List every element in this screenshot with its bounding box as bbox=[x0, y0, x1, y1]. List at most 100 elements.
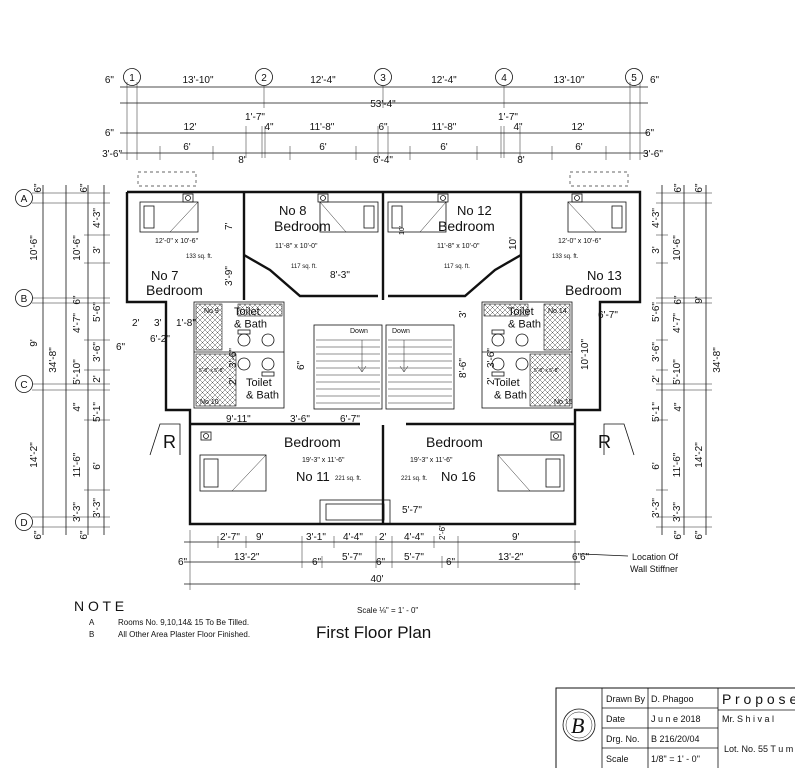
svg-text:Bedroom: Bedroom bbox=[274, 218, 331, 234]
svg-text:2': 2' bbox=[228, 377, 239, 385]
svg-text:9'-11": 9'-11" bbox=[226, 414, 251, 425]
svg-text:9': 9' bbox=[694, 296, 705, 304]
svg-text:6'-7": 6'-7" bbox=[598, 310, 618, 321]
svg-text:B 216/20/04: B 216/20/04 bbox=[651, 734, 700, 744]
svg-text:6": 6" bbox=[312, 557, 322, 568]
grid-col-1: 1 bbox=[129, 73, 135, 84]
svg-text:6'-7": 6'-7" bbox=[340, 414, 360, 425]
svg-text:4'-4": 4'-4" bbox=[404, 532, 424, 543]
svg-text:34'-8": 34'-8" bbox=[712, 347, 723, 373]
svg-text:12': 12' bbox=[571, 122, 584, 133]
svg-text:117 sq. ft.: 117 sq. ft. bbox=[291, 264, 317, 270]
svg-text:P r o p o s e: P r o p o s e bbox=[722, 691, 795, 707]
svg-text:3'-3": 3'-3" bbox=[92, 498, 103, 518]
svg-text:13'-2": 13'-2" bbox=[234, 552, 260, 563]
title-block: B Drawn By D. Phagoo Date J u n e 2018 D… bbox=[555, 687, 795, 768]
svg-text:J u n e 2018: J u n e 2018 bbox=[651, 714, 701, 724]
svg-text:3'-6": 3'-6" bbox=[643, 149, 663, 160]
svg-text:9': 9' bbox=[256, 532, 264, 543]
firm-logo-mark: B bbox=[571, 713, 584, 738]
svg-text:6': 6' bbox=[183, 142, 191, 153]
svg-text:12': 12' bbox=[183, 122, 196, 133]
svg-text:4'-7": 4'-7" bbox=[672, 313, 683, 333]
overall-depth: 40' bbox=[370, 574, 383, 585]
svg-text:3'-6": 3'-6" bbox=[290, 414, 310, 425]
svg-text:2': 2' bbox=[651, 375, 662, 383]
svg-text:117 sq. ft.: 117 sq. ft. bbox=[444, 264, 470, 270]
svg-text:34'-8": 34'-8" bbox=[48, 347, 59, 373]
right-dimensions: 4'-3" 3' 5'-6" 3'-6" 2' 5'-1" 6' 3'-3" 6… bbox=[651, 183, 723, 540]
svg-text:6': 6' bbox=[92, 462, 103, 470]
svg-text:6": 6" bbox=[79, 183, 90, 193]
svg-text:6": 6" bbox=[572, 552, 582, 563]
svg-text:12'-0" x 10'-6": 12'-0" x 10'-6" bbox=[155, 238, 199, 245]
note-a-key: A bbox=[89, 618, 95, 627]
svg-text:10'-10": 10'-10" bbox=[580, 339, 591, 370]
svg-text:6'-4": 6'-4" bbox=[373, 155, 393, 166]
svg-text:Toilet& Bath: Toilet& Bath bbox=[246, 377, 279, 402]
svg-text:6": 6" bbox=[105, 75, 115, 86]
svg-text:6": 6" bbox=[296, 360, 307, 370]
svg-text:6": 6" bbox=[178, 557, 188, 568]
svg-text:No 12: No 12 bbox=[457, 203, 492, 218]
svg-text:3'-6": 3'-6" bbox=[102, 149, 122, 160]
svg-text:6": 6" bbox=[673, 183, 684, 193]
svg-text:6": 6" bbox=[33, 530, 44, 540]
svg-text:4'-3": 4'-3" bbox=[651, 208, 662, 228]
svg-text:3'-3": 3'-3" bbox=[72, 502, 83, 522]
svg-text:12'-0" x 10'-6": 12'-0" x 10'-6" bbox=[558, 238, 602, 245]
svg-text:7': 7' bbox=[224, 222, 235, 230]
svg-text:6": 6" bbox=[116, 342, 126, 353]
svg-text:11'-8" x 10'-0": 11'-8" x 10'-0" bbox=[437, 243, 480, 250]
svg-text:Lot. No. 55 T u m: Lot. No. 55 T u m bbox=[724, 744, 793, 754]
svg-text:Toilet& Bath: Toilet& Bath bbox=[234, 306, 267, 331]
svg-text:4": 4" bbox=[513, 122, 523, 133]
svg-text:6': 6' bbox=[319, 142, 327, 153]
svg-text:5'-1": 5'-1" bbox=[92, 402, 103, 422]
svg-text:4": 4" bbox=[673, 402, 684, 412]
svg-text:6': 6' bbox=[575, 142, 583, 153]
svg-text:13'-2": 13'-2" bbox=[498, 552, 524, 563]
svg-text:3'-3": 3'-3" bbox=[651, 498, 662, 518]
svg-text:No 9: No 9 bbox=[204, 308, 219, 315]
svg-text:No 8: No 8 bbox=[279, 203, 306, 218]
svg-text:Mr. S h i v a l: Mr. S h i v a l bbox=[722, 714, 774, 724]
svg-text:19'-3" x 11'-6": 19'-3" x 11'-6" bbox=[302, 457, 345, 464]
left-dimensions: 6" 10'-6" 9' 34'-8" 14'-2" 6" 6" 10'-6" … bbox=[29, 183, 110, 540]
svg-text:2': 2' bbox=[379, 532, 387, 543]
plan-walls bbox=[125, 171, 642, 526]
svg-text:8': 8' bbox=[517, 155, 525, 166]
svg-text:4'-3": 4'-3" bbox=[92, 208, 103, 228]
svg-text:12'-4": 12'-4" bbox=[431, 75, 457, 86]
svg-text:14'-2": 14'-2" bbox=[29, 442, 40, 468]
notes-heading: N O T E bbox=[74, 598, 124, 614]
svg-text:11'-8": 11'-8" bbox=[432, 122, 457, 133]
note-b-text: All Other Area Plaster Floor Finished. bbox=[118, 630, 250, 639]
svg-text:Bedroom: Bedroom bbox=[565, 282, 622, 298]
svg-text:6": 6" bbox=[72, 295, 83, 305]
svg-text:1'-7": 1'-7" bbox=[245, 112, 265, 123]
svg-text:3'-6": 3'-6" bbox=[486, 348, 497, 368]
svg-text:5'-1": 5'-1" bbox=[651, 402, 662, 422]
grid-col-2: 2 bbox=[261, 73, 267, 84]
svg-text:No 15: No 15 bbox=[554, 399, 573, 406]
stairs-down-label-right: Down bbox=[392, 328, 410, 335]
svg-text:No 13: No 13 bbox=[587, 268, 622, 283]
svg-text:3': 3' bbox=[92, 246, 103, 254]
svg-text:14'-2": 14'-2" bbox=[694, 442, 705, 468]
overall-width: 53'-4" bbox=[370, 99, 396, 110]
bed-symbols bbox=[139, 193, 627, 492]
grid-row-a: A bbox=[21, 194, 28, 205]
svg-text:11'-8" x 10'-0": 11'-8" x 10'-0" bbox=[275, 243, 318, 250]
grid-row-d: D bbox=[20, 518, 27, 529]
svg-text:6": 6" bbox=[446, 557, 456, 568]
svg-text:10'-6": 10'-6" bbox=[72, 235, 83, 261]
sanitary-fixtures bbox=[237, 329, 529, 377]
svg-text:10': 10' bbox=[399, 226, 406, 235]
svg-text:No 16: No 16 bbox=[441, 469, 476, 484]
svg-text:5'-6": 5'-6" bbox=[651, 302, 662, 322]
svg-text:3'-6": 3'-6" bbox=[92, 342, 103, 362]
svg-text:133 sq. ft.: 133 sq. ft. bbox=[552, 254, 579, 260]
grid-column-markers: 1 2 3 4 5 bbox=[123, 68, 643, 86]
svg-text:6": 6" bbox=[376, 557, 386, 568]
